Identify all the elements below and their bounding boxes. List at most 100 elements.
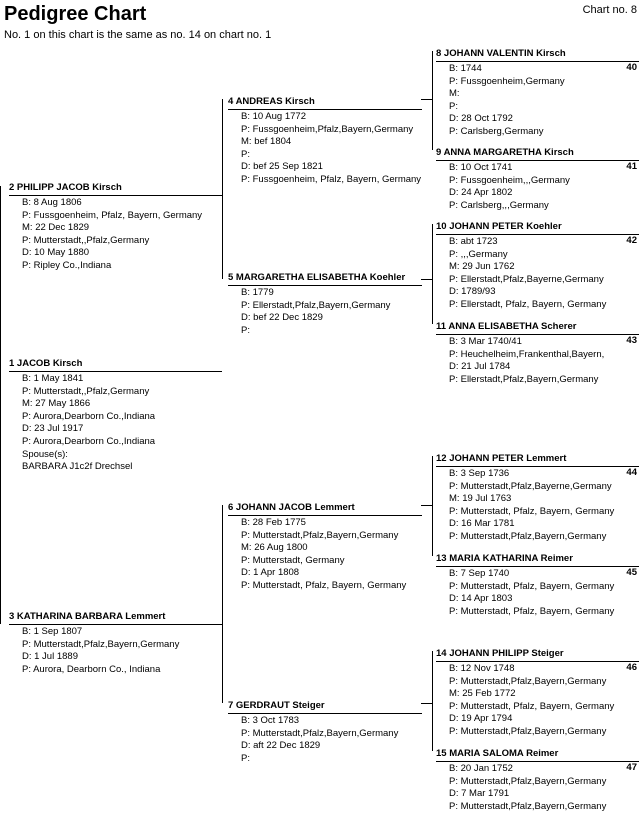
detail-line: B: 7 Sep 1740: [449, 568, 510, 579]
connector-stub-1: [0, 405, 1, 406]
detail-line: D: 21 Jul 1784: [449, 361, 511, 373]
detail-line: B: 1 Sep 1807: [22, 626, 83, 637]
detail-line: P: Fussgoenheim, Pfalz, Bayern, Germany: [22, 209, 203, 221]
detail-line: P: Ellerstadt,Pfalz,Bayern,Germany: [241, 299, 391, 311]
detail-line: B: 10 Oct 1741: [449, 162, 513, 173]
detail-line: P: Ellerstadt, Pfalz, Bayern, Germany: [449, 298, 607, 310]
detail-line: M: bef 1804: [241, 136, 292, 148]
detail-line: B: abt 1723: [449, 236, 498, 247]
person-box-5[interactable]: 5 MARGARETHA ELISABETHA Koehler B: 1779 …: [228, 271, 422, 337]
ahnentafel-number-15: 47: [626, 762, 637, 773]
spouse-name: BARBARA J1c2f Drechsel: [22, 461, 133, 473]
detail-line: M: 27 May 1866: [22, 398, 91, 410]
person-name-6: 6 JOHANN JACOB Lemmert: [228, 501, 422, 516]
person-box-7[interactable]: 7 GERDRAUT Steiger B: 3 Oct 1783 P: Mutt…: [228, 699, 422, 765]
detail-line: P: Mutterstadt,Pfalz,Bayern,Germany: [449, 675, 607, 687]
detail-line: P: Mutterstadt,Pfalz,Bayern,Germany: [22, 638, 180, 650]
person-details-2: B: 8 Aug 1806 P: Fussgoenheim, Pfalz, Ba…: [9, 196, 222, 273]
ahnentafel-number-9: 41: [626, 161, 637, 172]
person-details-4: B: 10 Aug 1772 P: Fussgoenheim,Pfalz,Bay…: [228, 110, 422, 187]
detail-line: P: Ellerstadt,Pfalz,Bayern,Germany: [449, 373, 599, 385]
detail-line: P: Fussgoenheim, Pfalz, Bayern, Germany: [241, 173, 422, 185]
person-details-13: B: 7 Sep 1740 P: Mutterstadt, Pfalz, Bay…: [436, 567, 639, 618]
person-details-3: B: 1 Sep 1807 P: Mutterstadt,Pfalz,Bayer…: [9, 625, 222, 676]
detail-line: M: 26 Aug 1800: [241, 542, 308, 554]
detail-line: B: 8 Aug 1806: [22, 197, 82, 208]
detail-line: P: Fussgoenheim,Pfalz,Bayern,Germany: [241, 123, 414, 135]
person-details-14: B: 12 Nov 1748 P: Mutterstadt,Pfalz,Baye…: [436, 662, 639, 739]
person-box-14[interactable]: 14 JOHANN PHILIPP Steiger B: 12 Nov 1748…: [436, 647, 639, 739]
detail-line: P: Aurora,Dearborn Co.,Indiana: [22, 410, 156, 422]
detail-line: D: aft 22 Dec 1829: [241, 740, 321, 752]
connector-gen3d-vertical: [432, 651, 433, 751]
ahnentafel-number-10: 42: [626, 235, 637, 246]
detail-line: P: Ripley Co.,Indiana: [22, 259, 112, 271]
person-box-4[interactable]: 4 ANDREAS Kirsch B: 10 Aug 1772 P: Fussg…: [228, 95, 422, 187]
detail-line: P: Fussgoenheim,,,Germany: [449, 174, 570, 186]
person-name-8: 8 JOHANN VALENTIN Kirsch: [436, 47, 639, 62]
detail-line: B: 28 Feb 1775: [241, 517, 306, 528]
ahnentafel-number-14: 46: [626, 662, 637, 673]
detail-line: P: Carlsberg,,,Germany: [449, 199, 549, 211]
connector-gen2a-vertical: [222, 99, 223, 279]
detail-line: P: ,,,Germany: [449, 248, 508, 260]
detail-line: M: 29 Jun 1762: [449, 261, 515, 273]
detail-line: D: 1789/93: [449, 286, 496, 298]
person-box-13[interactable]: 13 MARIA KATHARINA Reimer B: 7 Sep 1740 …: [436, 552, 639, 618]
detail-line: M: 19 Jul 1763: [449, 493, 512, 505]
detail-line: P: Ellerstadt,Pfalz,Bayerne,Germany: [449, 273, 604, 285]
person-box-2[interactable]: 2 PHILIPP JACOB Kirsch B: 8 Aug 1806 P: …: [9, 181, 222, 273]
detail-line: P: Carlsberg,Germany: [449, 125, 544, 137]
detail-line: P: Mutterstadt, Pfalz, Bayern, Germany: [449, 605, 615, 617]
person-box-9[interactable]: 9 ANNA MARGARETHA Kirsch B: 10 Oct 1741 …: [436, 146, 639, 212]
person-box-1[interactable]: 1 JACOB Kirsch B: 1 May 1841 P: Mutterst…: [9, 357, 222, 474]
person-details-7: B: 3 Oct 1783 P: Mutterstadt,Pfalz,Bayer…: [228, 714, 422, 765]
detail-line: P: Mutterstadt,Pfalz,Bayern,Germany: [241, 529, 399, 541]
page-title: Pedigree Chart: [4, 3, 147, 25]
detail-line: P: Mutterstadt,Pfalz,Bayern,Germany: [241, 727, 399, 739]
person-box-15[interactable]: 15 MARIA SALOMA Reimer B: 20 Jan 1752 P:…: [436, 747, 639, 813]
person-name-11: 11 ANNA ELISABETHA Scherer: [436, 320, 639, 335]
person-box-6[interactable]: 6 JOHANN JACOB Lemmert B: 28 Feb 1775 P:…: [228, 501, 422, 593]
connector-arm-7-14: [421, 703, 433, 704]
detail-line: D: 14 Apr 1803: [449, 593, 513, 605]
detail-line: B: 1744: [449, 63, 482, 74]
detail-line: B: 1 May 1841: [22, 373, 84, 384]
ahnentafel-number-13: 45: [626, 567, 637, 578]
person-box-12[interactable]: 12 JOHANN PETER Lemmert B: 3 Sep 1736 P:…: [436, 452, 639, 544]
detail-line: B: 3 Sep 1736: [449, 468, 510, 479]
detail-line: B: 3 Mar 1740/41: [449, 336, 522, 347]
connector-gen3c-vertical: [432, 456, 433, 556]
person-name-12: 12 JOHANN PETER Lemmert: [436, 452, 639, 467]
ahnentafel-number-8: 40: [626, 62, 637, 73]
person-name-13: 13 MARIA KATHARINA Reimer: [436, 552, 639, 567]
connector-arm-6-12: [421, 505, 433, 506]
connector-gen3a-vertical: [432, 51, 433, 150]
detail-line: P: Aurora,Dearborn Co.,Indiana: [22, 435, 156, 447]
person-box-11[interactable]: 11 ANNA ELISABETHA Scherer B: 3 Mar 1740…: [436, 320, 639, 386]
person-name-14: 14 JOHANN PHILIPP Steiger: [436, 647, 639, 662]
person-name-10: 10 JOHANN PETER Koehler: [436, 220, 639, 235]
detail-line: P: Fussgoenheim,Germany: [449, 75, 565, 87]
detail-line: P: Mutterstadt,Pfalz,Bayern,Germany: [449, 800, 607, 812]
ahnentafel-number-11: 43: [626, 335, 637, 346]
person-box-8[interactable]: 8 JOHANN VALENTIN Kirsch B: 1744 P: Fuss…: [436, 47, 639, 139]
person-details-9: B: 10 Oct 1741 P: Fussgoenheim,,,Germany…: [436, 161, 639, 212]
person-name-7: 7 GERDRAUT Steiger: [228, 699, 422, 714]
detail-line: P:: [241, 324, 250, 336]
ahnentafel-number-12: 44: [626, 467, 637, 478]
detail-line: P: Mutterstadt, Pfalz, Bayern, Germany: [449, 700, 615, 712]
person-box-3[interactable]: 3 KATHARINA BARBARA Lemmert B: 1 Sep 180…: [9, 610, 222, 676]
person-details-8: B: 1744 P: Fussgoenheim,Germany M: P: D:…: [436, 62, 639, 139]
detail-line: D: 7 Mar 1791: [449, 788, 510, 800]
detail-line: P: Mutterstadt,Pfalz,Bayerne,Germany: [449, 480, 612, 492]
detail-line: P: Mutterstadt,Pfalz,Bayern,Germany: [449, 725, 607, 737]
detail-line: P: Mutterstadt, Pfalz, Bayern, Germany: [449, 580, 615, 592]
detail-line: B: 1779: [241, 287, 274, 298]
person-box-10[interactable]: 10 JOHANN PETER Koehler B: abt 1723 P: ,…: [436, 220, 639, 312]
detail-line: M: 25 Feb 1772: [449, 688, 516, 700]
detail-line: B: 20 Jan 1752: [449, 763, 513, 774]
person-name-5: 5 MARGARETHA ELISABETHA Koehler: [228, 271, 422, 286]
person-name-3: 3 KATHARINA BARBARA Lemmert: [9, 610, 222, 625]
detail-line: B: 3 Oct 1783: [241, 715, 300, 726]
